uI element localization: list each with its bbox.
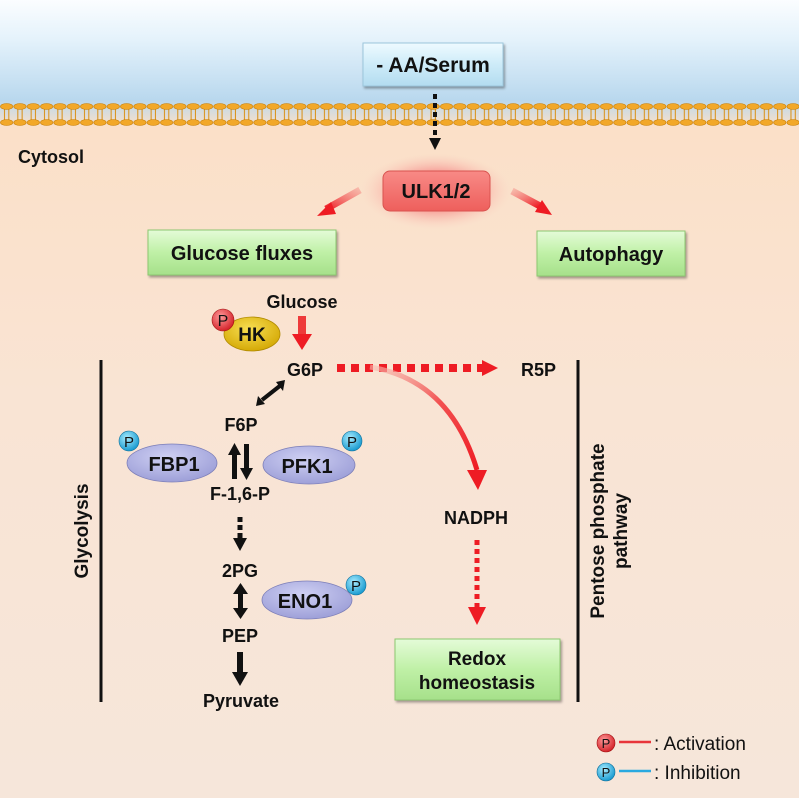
enzyme-pfk1: PFK1 P [262,430,363,485]
fbp1-label: FBP1 [148,454,199,476]
ulk-label: ULK1/2 [402,181,471,203]
ppp-label-line1: Pentose phosphate [588,443,609,618]
legend-inhibition-label: : Inhibition [654,763,741,784]
pep-to-pyruvate-arrow [232,652,248,686]
phospho-activation-icon [211,308,235,332]
metabolite-g6p: G6P [287,360,323,380]
hk-phospho-label: P [218,313,229,330]
stimulus-arrow [429,94,441,150]
2pg-pep-arrow [233,583,248,619]
cell-membrane [0,103,799,127]
phospho-inhibition-icon [345,574,367,596]
g6p-to-nadph-arrow [369,364,487,490]
glucose-fluxes-label: Glucose fluxes [171,243,313,265]
redox-box [394,638,561,701]
redox-label-line2: homeostasis [419,673,535,694]
ulk-box [382,170,491,212]
enzyme-hk: HK P [211,308,281,352]
metabolite-f6p: F6P [224,415,257,435]
legend-activation-symbol: P [602,736,611,751]
legend: P : Activation P : Inhibition [596,733,746,784]
glucose-fluxes-box [147,229,337,276]
metabolite-glucose: Glucose [266,292,337,312]
metabolite-2pg: 2PG [222,561,258,581]
eno1-label: ENO1 [278,591,332,613]
f6p-f16p-arrows [228,443,253,480]
legend-inhibition-symbol: P [602,765,611,780]
ulk-to-autophagy-arrow [510,187,552,215]
legend-activation: P : Activation [596,733,746,755]
metabolite-pyruvate: Pyruvate [203,691,279,711]
cytosol-label: Cytosol [18,147,84,167]
enzyme-eno1: ENO1 P [261,574,367,620]
phospho-activation-icon [596,733,616,753]
stimulus-label: - AA/Serum [376,54,490,77]
fbp1-phospho-label: P [124,434,134,451]
ulk-to-glucose-fluxes-arrow [317,186,362,216]
metabolite-pep: PEP [222,626,258,646]
hk-label: HK [238,325,266,346]
autophagy-box [536,230,686,277]
glycolysis-label: Glycolysis [72,483,93,578]
phospho-inhibition-icon [596,762,616,782]
glucose-to-g6p-arrow [292,316,312,350]
stimulus-box [362,42,504,87]
g6p-to-r5p-arrow [337,360,498,376]
ppp-label-line2: pathway [611,493,632,569]
f16p-to-2pg-arrow [233,517,247,551]
metabolite-f16p: F-1,6-P [210,484,270,504]
pfk1-label: PFK1 [281,456,332,478]
enzyme-fbp1: FBP1 P [118,430,218,483]
g6p-f6p-arrow [256,380,285,406]
pfk1-phospho-label: P [347,434,357,451]
redox-label-line1: Redox [448,649,507,670]
nadph-to-redox-arrow [468,540,486,625]
metabolite-nadph: NADPH [444,508,508,528]
phospho-inhibition-icon [341,430,363,452]
phospho-inhibition-icon [118,430,140,452]
metabolite-r5p: R5P [521,360,556,380]
legend-activation-label: : Activation [654,734,746,755]
legend-inhibition: P : Inhibition [596,762,741,784]
autophagy-label: Autophagy [559,244,664,266]
eno1-phospho-label: P [351,578,361,595]
